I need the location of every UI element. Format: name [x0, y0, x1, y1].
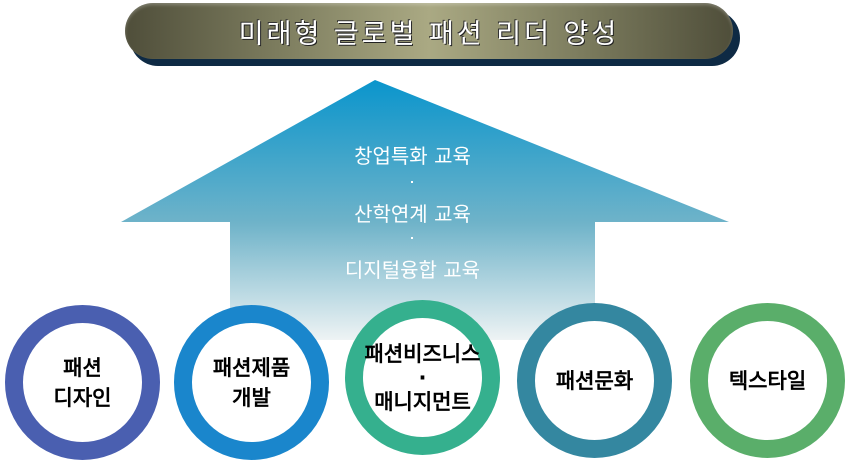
circle-fashion-business: 패션비즈니스·매니지먼트 — [345, 300, 500, 455]
circle-label: 패션 — [63, 355, 102, 380]
circle-label: 개발 — [232, 385, 271, 410]
circle-label: 패션제품 — [212, 355, 291, 380]
arrow-separator-1 — [411, 181, 413, 183]
circle-label: 패션비즈니스 — [364, 341, 481, 366]
title-text: 미래형 글로벌 패션 리더 양성 — [238, 18, 620, 50]
circle-label: 매니지먼트 — [374, 389, 471, 414]
arrow-separator-2 — [411, 237, 413, 239]
arrow-line-2: 산학연계 교육 — [354, 202, 471, 226]
circle-label: 텍스타일 — [728, 368, 807, 393]
circle-label: 패션문화 — [555, 368, 634, 393]
circle-label: 디자인 — [53, 385, 112, 410]
arrow-line-3: 디지털융합 교육 — [344, 258, 481, 282]
circle-textile: 텍스타일 — [690, 303, 845, 458]
circle-label: · — [418, 365, 427, 390]
arrow-line-1: 창업특화 교육 — [354, 144, 471, 168]
circle-fashion-culture: 패션문화 — [517, 303, 672, 458]
title-banner: 미래형 글로벌 패션 리더 양성 — [125, 3, 733, 59]
